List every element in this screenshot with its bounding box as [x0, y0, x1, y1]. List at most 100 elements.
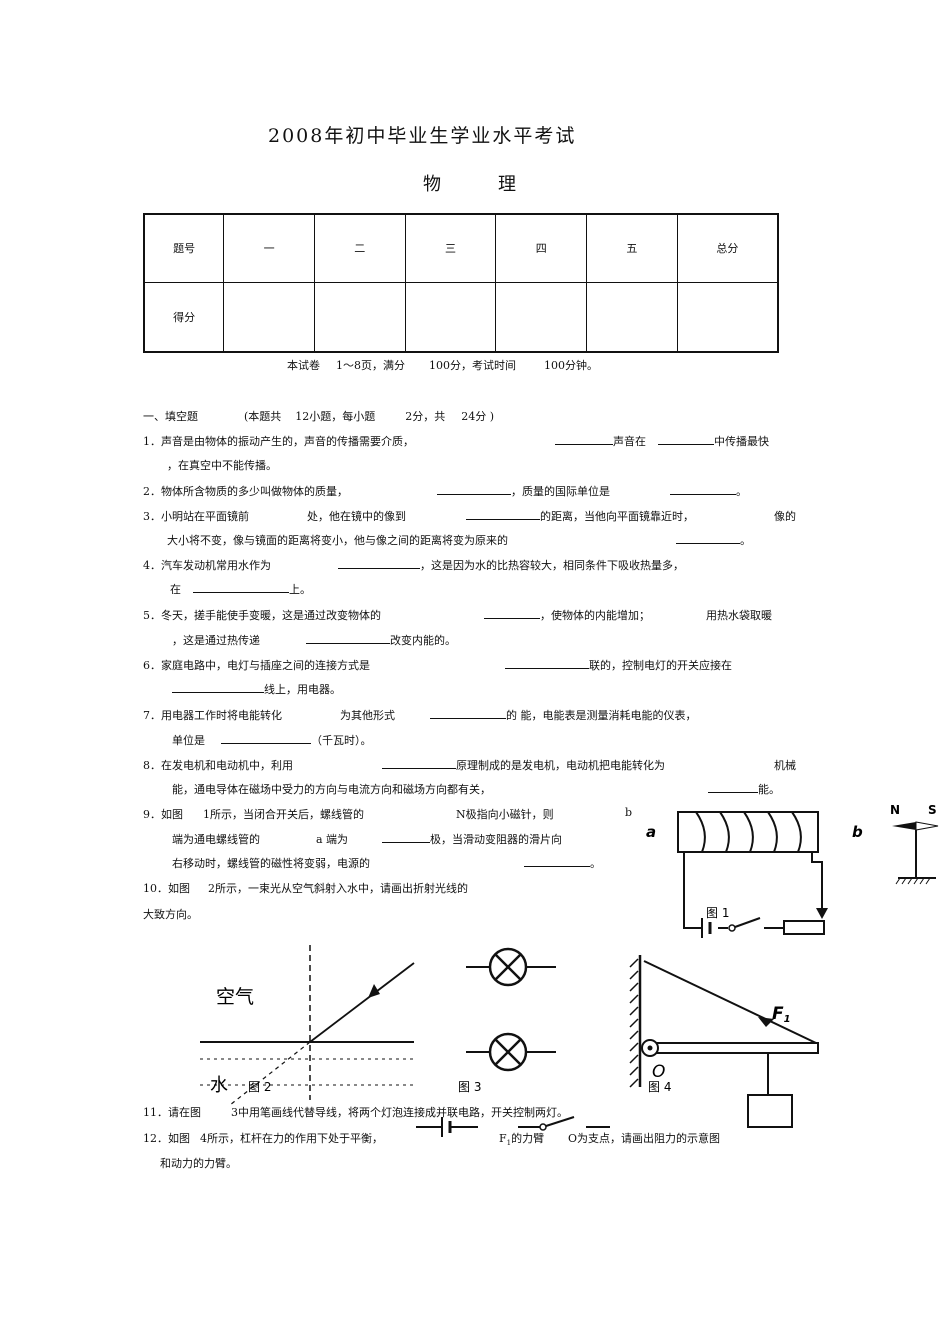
figure-4-caption: 图 4: [648, 1080, 671, 1094]
figure-4: F1 O 图 4: [629, 955, 819, 1128]
score-table-cell: 二: [313, 213, 406, 283]
score-table: 题号 一 二 三 四 五 总分 得分: [143, 213, 779, 353]
figure-2: 空气 水 图 2: [200, 945, 415, 1106]
answer-blank[interactable]: [437, 483, 511, 495]
question-12-part: O为支点，请画出阻力的示意图: [568, 1132, 721, 1145]
question-9-line-3: 右移动时，螺线管的磁性将变弱，电源的: [172, 857, 370, 870]
switch-icon: [728, 924, 736, 932]
label-N: N: [890, 803, 900, 817]
question-4-line-2: 在上。: [170, 581, 311, 596]
question-8-line-2: 能，通电导体在磁场中受力的方向与电流方向和磁场方向都有关，: [172, 783, 491, 796]
answer-blank[interactable]: [172, 681, 264, 693]
pivot-icon: [647, 1045, 653, 1051]
score-table-header-row: 题号 一 二 三 四 五 总分: [143, 213, 779, 283]
extension-line: [229, 1041, 311, 1106]
circuit-wire: [811, 852, 823, 908]
answer-blank[interactable]: [306, 632, 390, 644]
wall-hatch: [629, 958, 639, 1088]
label-water: 水: [210, 1075, 228, 1096]
label-F1: F1: [772, 1004, 791, 1025]
answer-blank[interactable]: [658, 433, 714, 445]
figure-1-caption: 图 1: [706, 906, 729, 920]
score-input-cell[interactable]: [223, 281, 315, 353]
ray-arrow-icon: [368, 984, 380, 998]
question-5-line-2: ，这是通过热传递: [172, 634, 260, 647]
answer-blank[interactable]: [676, 532, 740, 544]
question-3-line-2: 大小将不变，像与镜面的距离将变小，他与像之间的距离将变为原来的: [167, 534, 508, 547]
question-6-line-2: 线上，用电器。: [172, 681, 341, 697]
answer-blank[interactable]: [708, 781, 758, 793]
answer-blank[interactable]: [193, 581, 289, 593]
answer-blank[interactable]: [338, 557, 420, 569]
question-3-blanks: 的距离，当他向平面镜靠近时，: [466, 508, 694, 524]
rheostat-slider-icon: [816, 908, 828, 919]
figure-1: a b N S 图 1: [646, 803, 939, 938]
question-4: 4．汽车发动机常用水作为: [143, 559, 271, 572]
label-O: O: [652, 1062, 665, 1082]
score-input-cell[interactable]: [676, 281, 779, 353]
circuit-wire: [683, 852, 728, 929]
score-table-cell: 得分: [143, 281, 225, 353]
question-9-blank-2: 。: [524, 855, 601, 871]
question-2-blanks: ，质量的国际单位是。: [437, 483, 747, 499]
rheostat-icon: [783, 920, 825, 935]
solenoid-coil: [695, 811, 802, 853]
score-table-cell: 总分: [676, 213, 779, 283]
score-input-cell[interactable]: [404, 281, 497, 353]
page-title: 2008年初中毕业生学业水平考试: [268, 125, 577, 147]
label-S: S: [928, 803, 937, 817]
answer-blank[interactable]: [505, 657, 589, 669]
score-input-cell[interactable]: [313, 281, 406, 353]
score-table-cell: 四: [495, 213, 588, 283]
question-9-part: N极指向小磁针，则: [456, 808, 554, 821]
question-6-blanks: 联的，控制电灯的开关应接在: [505, 657, 732, 673]
answer-blank[interactable]: [382, 757, 456, 769]
answer-blank[interactable]: [430, 707, 506, 719]
score-input-cell[interactable]: [495, 281, 588, 353]
question-1-line-2: ，在真空中不能传播。: [167, 459, 277, 472]
lever-bar: [649, 1042, 819, 1054]
score-input-cell[interactable]: [586, 281, 678, 353]
question-9-part: b: [625, 806, 633, 819]
question-10-line-2: 大致方向。: [143, 908, 198, 921]
label-a: a: [646, 823, 656, 841]
question-5-tail: 用热水袋取暖: [706, 609, 772, 622]
question-1: 1．声音是由物体的振动产生的，声音的传播需要介质，: [143, 435, 414, 448]
answer-blank[interactable]: [524, 855, 590, 867]
answer-blank[interactable]: [466, 508, 540, 520]
lamp-2-icon: [466, 1032, 556, 1072]
answer-blank[interactable]: [670, 483, 736, 495]
question-4-blanks: ，这是因为水的比热容较大，相同条件下吸收热量多，: [338, 557, 684, 573]
answer-blank[interactable]: [555, 433, 613, 445]
answer-blank[interactable]: [221, 732, 311, 744]
answer-blank[interactable]: [484, 607, 540, 619]
score-table-cell: 一: [223, 213, 315, 283]
subject-char-1: 物: [423, 174, 441, 195]
question-12-line-2: 和动力的力臂。: [160, 1157, 237, 1170]
label-b: b: [852, 823, 863, 841]
label-air: 空气: [216, 986, 254, 1008]
question-5-blank-2: 改变内能的。: [306, 632, 456, 648]
question-3: 3．小明站在平面镜前处，他在镜中的像到: [143, 510, 406, 523]
force-arrow-icon: [758, 1017, 774, 1027]
answer-blank[interactable]: [382, 831, 430, 843]
switch-icon: [518, 1116, 610, 1131]
question-8-blank-2: 能。: [708, 781, 780, 797]
question-1-blanks: 声音在中传播最快: [555, 433, 769, 449]
question-3-tail: 像的: [774, 510, 796, 523]
question-5-blanks: ，使物体的内能增加；: [484, 607, 650, 623]
lamp-1-icon: [466, 947, 556, 987]
question-2: 2．物体所含物质的多少叫做物体的质量，: [143, 485, 348, 498]
solenoid-core: [677, 811, 819, 853]
question-7-blanks: 的 能，电能表是测量消耗电能的仪表，: [430, 707, 697, 723]
compass-needle: [892, 821, 939, 885]
question-8-blanks: 原理制成的是发电机，电动机把电能转化为: [382, 757, 665, 773]
figure-3-caption: 图 3: [458, 1080, 481, 1094]
